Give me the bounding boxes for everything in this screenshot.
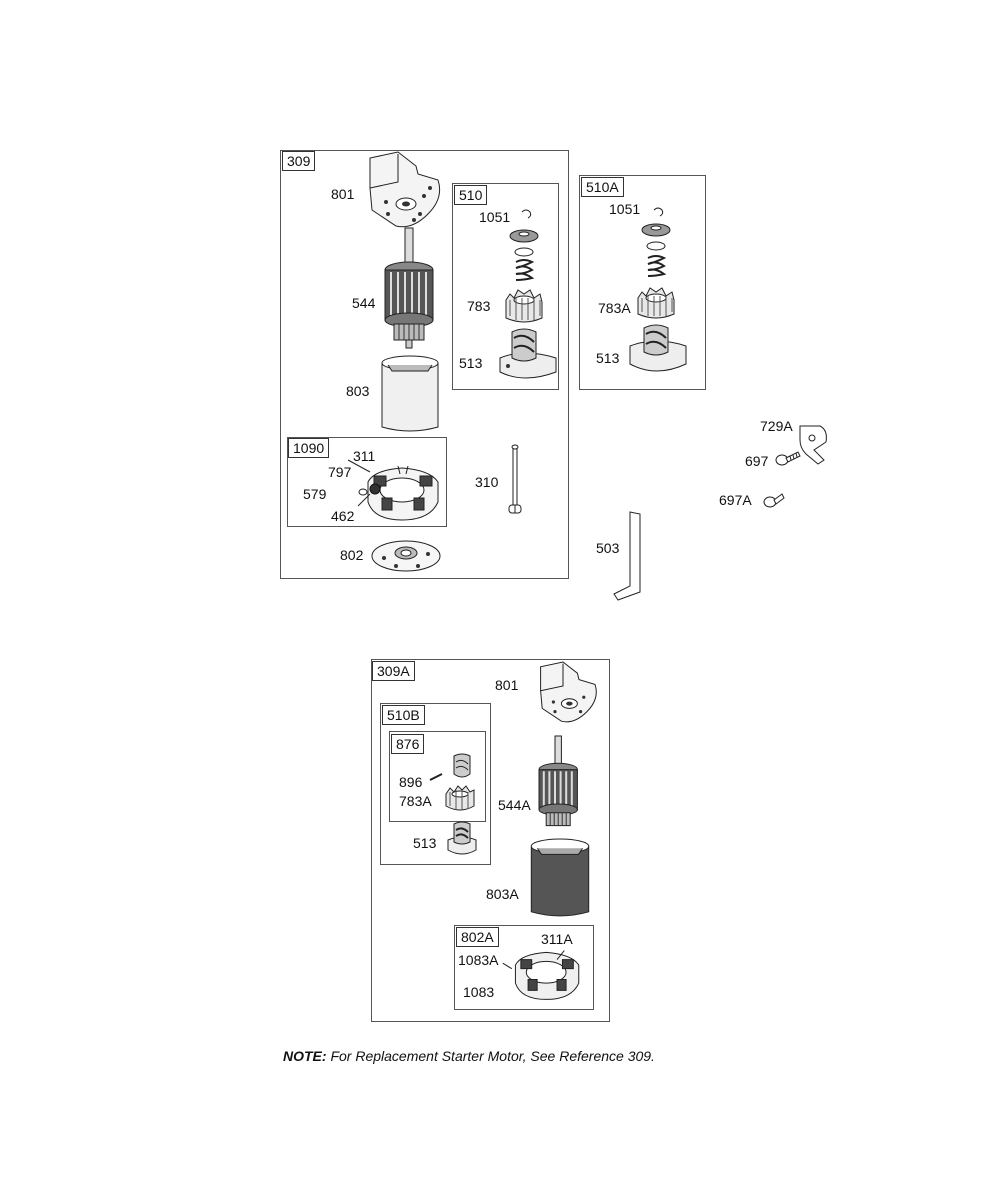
callout-697A: 697A [719,492,752,508]
callout-510-513: 513 [459,355,483,371]
assembly-1090-tag: 1090 [288,438,330,458]
callout-311: 311 [353,448,376,464]
callout-729A: 729A [760,418,793,434]
assembly-510-box [452,183,559,390]
callout-803: 803 [346,383,370,399]
callout-1083A: 1083A [458,952,499,968]
screw-697A-drawing [762,490,786,510]
callout-579: 579 [303,486,327,502]
assembly-802A-box [454,925,594,1010]
assembly-876-tag: 876 [391,734,425,754]
callout-462: 462 [331,508,355,524]
end-cap-311-drawing [362,462,446,524]
callout-510-783: 783 [467,298,491,314]
armature-544-drawing [380,228,440,348]
screw-697-drawing [774,448,802,470]
callout-783A-bottom: 783A [399,793,432,809]
assembly-510B-tag: 510B [382,705,425,725]
callout-801: 801 [331,186,355,202]
assembly-309-box [280,150,569,579]
assembly-309A-box [371,659,610,1022]
armature-544A-drawing [535,730,583,838]
note-text: For Replacement Starter Motor, See Refer… [326,1048,655,1064]
callout-310: 310 [475,474,499,490]
drive-stack-510B-drawing [428,752,484,860]
replacement-note: NOTE: For Replacement Starter Motor, See… [283,1048,655,1064]
callout-544A: 544A [498,797,531,813]
callout-510A-1051: 1051 [609,201,641,217]
callout-311A: 311A [541,931,573,947]
assembly-510-tag: 510 [454,185,488,205]
assembly-876-box [389,731,486,822]
assembly-802A-tag: 802A [456,927,499,947]
clip-729A-drawing [796,420,830,466]
assembly-510A-box [579,175,706,390]
callout-1083: 1083 [463,984,495,1000]
callout-797: 797 [328,464,352,480]
mounting-bracket-801-drawing [358,152,448,242]
end-cap-311A-drawing [510,946,586,1004]
note-label: NOTE: [283,1048,327,1064]
mounting-bracket-801-bottom-drawing [528,662,606,734]
callout-697: 697 [745,453,769,469]
callout-803A: 803A [486,886,519,902]
callout-503: 503 [596,540,620,556]
leader-lines-1090 [330,454,390,514]
assembly-510B-box [380,703,491,865]
insulator-579-drawing [358,488,368,496]
housing-803A-drawing [526,838,594,920]
drive-stack-510A-drawing [630,200,690,380]
housing-803-drawing [380,355,440,435]
callout-510A-783A: 783A [598,300,631,316]
callout-896: 896 [399,774,423,790]
callout-801-bottom: 801 [495,677,519,693]
drive-stack-510-drawing [498,208,558,388]
callout-510A-513: 513 [596,350,620,366]
callout-802: 802 [340,547,364,563]
end-plate-802-drawing [370,538,442,574]
callout-510-1051: 1051 [479,209,511,225]
terminal-797-drawing [368,482,382,496]
callout-513-bottom: 513 [413,835,437,851]
assembly-309-tag: 309 [282,151,316,171]
assembly-1090-box [287,437,447,527]
bolt-310-drawing [505,445,525,520]
assembly-510A-tag: 510A [581,177,624,197]
strap-503-drawing [612,510,644,602]
assembly-309A-tag: 309A [372,661,415,681]
callout-544: 544 [352,295,376,311]
